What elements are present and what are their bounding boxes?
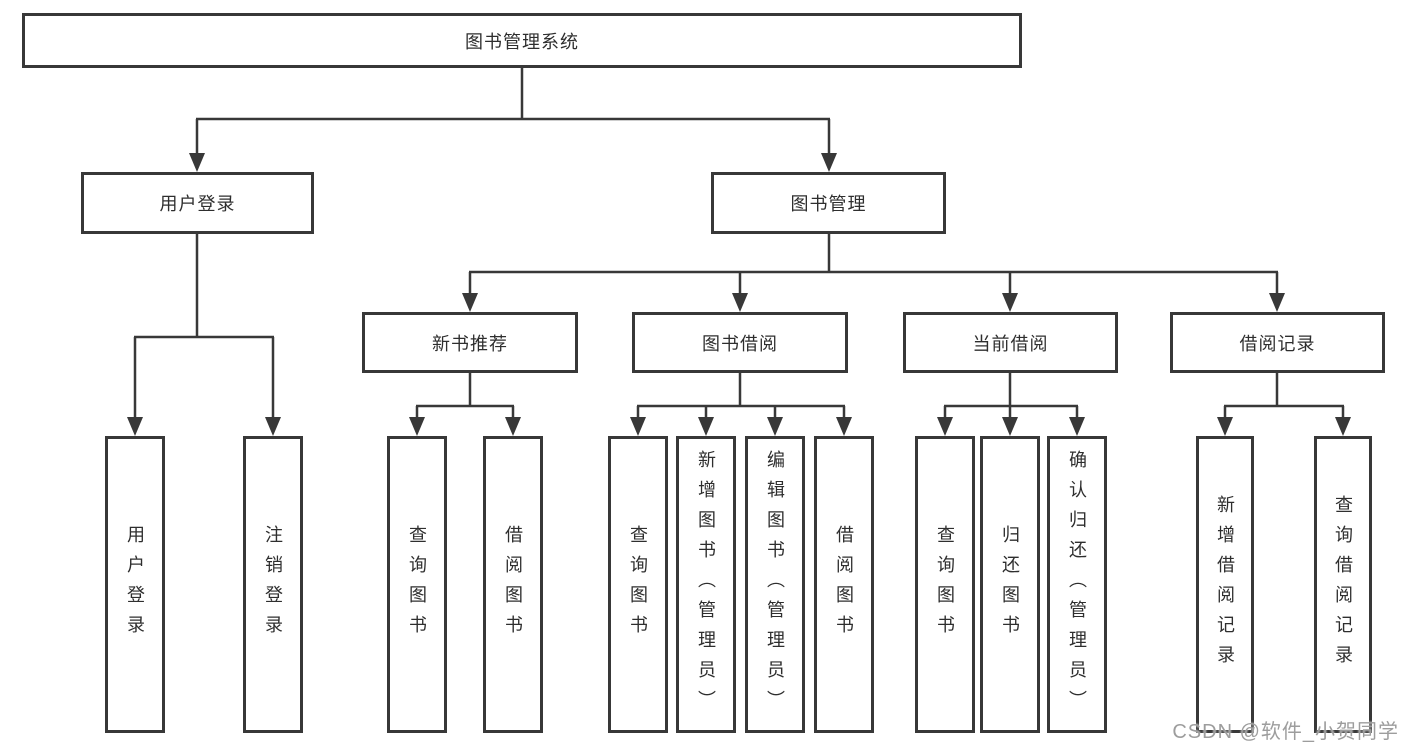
arrowhead-icon bbox=[767, 417, 783, 436]
arrowhead-icon bbox=[821, 153, 837, 172]
leaf-label: 用户登录 bbox=[125, 524, 145, 645]
node-label: 新书推荐 bbox=[432, 333, 508, 354]
arrowhead-icon bbox=[1217, 417, 1233, 436]
leaf-label: 注销登录 bbox=[263, 524, 283, 645]
node-user-login-module: 用户登录 bbox=[81, 172, 314, 234]
node-label: 图书管理 bbox=[790, 194, 867, 214]
arrowhead-icon bbox=[1269, 293, 1285, 312]
arrowhead-icon bbox=[505, 417, 521, 436]
watermark: CSDN @软件_小贺同学 bbox=[1172, 721, 1399, 743]
leaf-label: 查询图书 bbox=[407, 524, 427, 645]
arrowhead-icon bbox=[265, 417, 281, 436]
arrowhead-icon bbox=[630, 417, 646, 436]
arrowhead-icon bbox=[1335, 417, 1351, 436]
node-label: 当前借阅 bbox=[972, 333, 1049, 354]
node-book-borrowing: 图书借阅 bbox=[632, 312, 848, 373]
node-label: 图书借阅 bbox=[702, 333, 778, 354]
leaf-label: 查询图书 bbox=[628, 524, 648, 645]
leaf-label: 查询借阅记录 bbox=[1333, 494, 1353, 675]
arrowhead-icon bbox=[409, 417, 425, 436]
arrowhead-icon bbox=[937, 417, 953, 436]
arrowhead-icon bbox=[1002, 417, 1018, 436]
arrowhead-icon bbox=[189, 153, 205, 172]
arrowhead-icon bbox=[698, 417, 714, 436]
leaf-return-books: 归还图书 bbox=[980, 436, 1040, 733]
node-borrowing-records: 借阅记录 bbox=[1170, 312, 1385, 373]
leaf-label: 借阅图书 bbox=[503, 524, 523, 645]
leaf-label: 查询图书 bbox=[935, 524, 955, 645]
node-label: 用户登录 bbox=[159, 194, 236, 214]
node-new-book-recommendation: 新书推荐 bbox=[362, 312, 578, 373]
node-book-management-module: 图书管理 bbox=[711, 172, 946, 234]
leaf-edit-books-admin: 编辑图书（管理员） bbox=[745, 436, 805, 733]
leaf-borrow-books-rec: 借阅图书 bbox=[483, 436, 543, 733]
leaf-label: 编辑图书（管理员） bbox=[765, 449, 785, 720]
leaf-query-books-current: 查询图书 bbox=[915, 436, 975, 733]
leaf-query-books-borrow: 查询图书 bbox=[608, 436, 668, 733]
leaf-confirm-return-admin: 确认归还（管理员） bbox=[1047, 436, 1107, 733]
arrowhead-icon bbox=[1069, 417, 1085, 436]
leaf-label: 借阅图书 bbox=[834, 524, 854, 645]
node-label: 借阅记录 bbox=[1239, 333, 1316, 354]
leaf-borrow-books: 借阅图书 bbox=[814, 436, 874, 733]
arrowhead-icon bbox=[836, 417, 852, 436]
leaf-label: 归还图书 bbox=[1000, 524, 1020, 645]
leaf-label: 新增图书（管理员） bbox=[696, 449, 716, 720]
leaf-add-books-admin: 新增图书（管理员） bbox=[676, 436, 736, 733]
arrowhead-icon bbox=[732, 293, 748, 312]
leaf-label: 新增借阅记录 bbox=[1215, 494, 1235, 675]
node-current-borrowing: 当前借阅 bbox=[903, 312, 1118, 373]
arrowhead-icon bbox=[127, 417, 143, 436]
leaf-logout: 注销登录 bbox=[243, 436, 303, 733]
leaf-add-borrow-record: 新增借阅记录 bbox=[1196, 436, 1254, 733]
leaf-query-books-rec: 查询图书 bbox=[387, 436, 447, 733]
node-label: 图书管理系统 bbox=[465, 31, 579, 52]
arrowhead-icon bbox=[1002, 293, 1018, 312]
leaf-user-login: 用户登录 bbox=[105, 436, 165, 733]
leaf-label: 确认归还（管理员） bbox=[1067, 449, 1087, 720]
leaf-query-borrow-record: 查询借阅记录 bbox=[1314, 436, 1372, 733]
node-library-management-system: 图书管理系统 bbox=[22, 13, 1022, 68]
arrowhead-icon bbox=[462, 293, 478, 312]
